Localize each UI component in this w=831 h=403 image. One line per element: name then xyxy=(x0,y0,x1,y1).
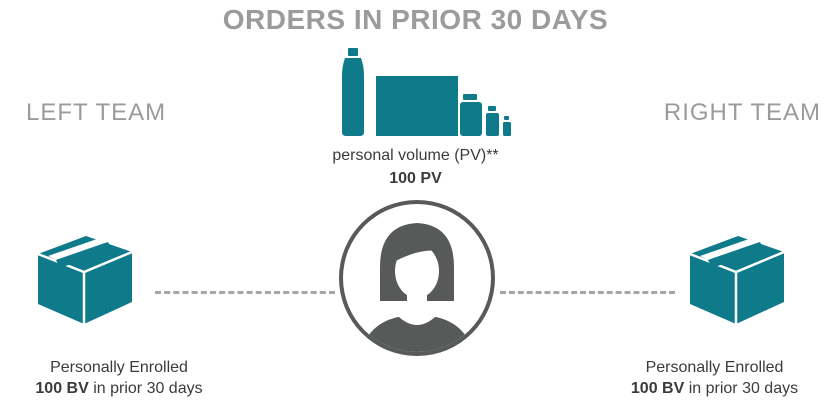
left-member-bv-value: 100 BV xyxy=(35,380,89,397)
diagram-title: ORDERS IN PRIOR 30 DAYS xyxy=(222,4,609,35)
right-member-bv-suffix: in prior 30 days xyxy=(684,380,799,397)
personal-volume-value: 100 PV xyxy=(389,170,442,187)
right-member-info: Personally Enrolled 100 BV in prior 30 d… xyxy=(598,357,831,399)
products-icon xyxy=(342,48,511,136)
left-connector-line xyxy=(155,291,335,294)
right-connector-line xyxy=(500,291,675,294)
right-team-label: RIGHT TEAM xyxy=(663,99,821,126)
left-box-icon xyxy=(37,236,133,324)
right-member-bv-value: 100 BV xyxy=(630,380,685,397)
personal-volume-label: personal volume (PV)** xyxy=(332,147,499,164)
left-member-line2: 100 BV in prior 30 days xyxy=(0,378,238,399)
left-member-bv-suffix: in prior 30 days xyxy=(88,380,203,397)
right-member-line1: Personally Enrolled xyxy=(645,359,784,376)
person-avatar-icon xyxy=(339,200,495,356)
right-member-line2: 100 BV in prior 30 days xyxy=(598,378,831,399)
right-box-icon xyxy=(689,236,785,324)
left-team-label: LEFT TEAM xyxy=(26,99,167,126)
left-member-info: Personally Enrolled 100 BV in prior 30 d… xyxy=(0,357,238,399)
left-member-line1: Personally Enrolled xyxy=(50,359,188,376)
